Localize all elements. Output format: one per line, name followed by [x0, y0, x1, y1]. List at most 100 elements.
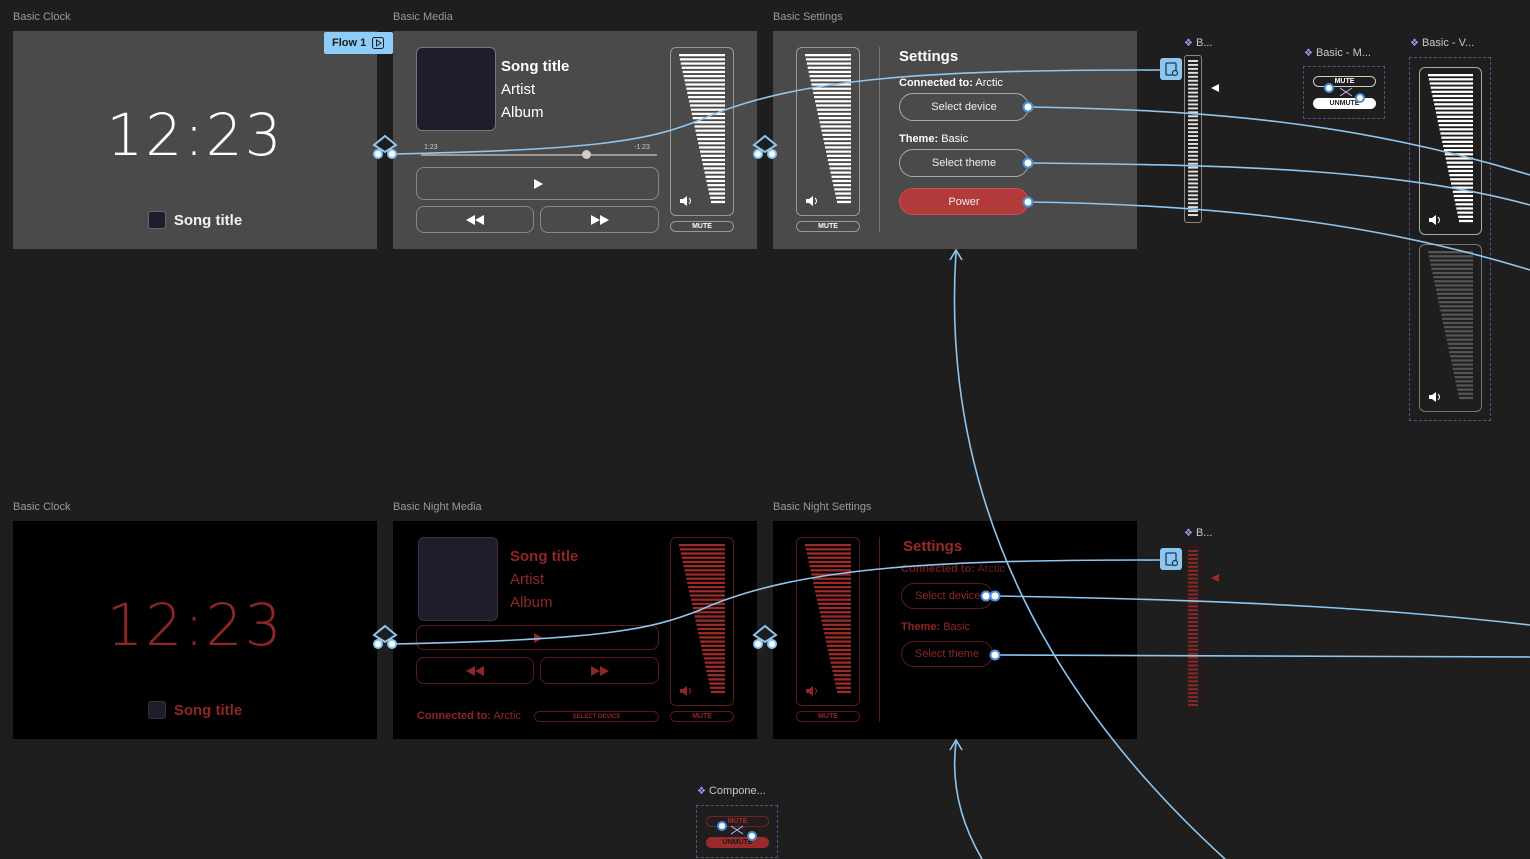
rewind-icon: [466, 214, 484, 225]
volume-bar: [1457, 211, 1473, 214]
volume-level-bars: [805, 54, 851, 204]
play-button[interactable]: [416, 625, 659, 650]
component-label-night-brightness[interactable]: ❖B...: [1184, 527, 1213, 539]
brightness-tick: [1188, 99, 1198, 102]
volume-bar: [1451, 363, 1473, 366]
volume-bar: [693, 121, 725, 124]
component-label-brightness[interactable]: ❖B...: [1184, 37, 1213, 49]
connected-value: Arctic: [975, 77, 1003, 89]
progress-handle[interactable]: [582, 150, 592, 159]
volume-bar: [689, 100, 725, 103]
connected-line: Connected to: Arctic: [901, 563, 1005, 575]
frame-label-night-settings[interactable]: Basic Night Settings: [773, 501, 872, 513]
connected-label: Connected to:: [899, 77, 973, 89]
brightness-tick: [1188, 597, 1198, 600]
night-settings-frame[interactable]: MUTE Settings Connected to: Arctic Selec…: [773, 521, 1137, 739]
volume-bar: [1448, 169, 1473, 173]
cursor-dot-icon: [1171, 69, 1179, 77]
night-media-frame[interactable]: Song title Artist Album Connected to: Ar…: [393, 521, 757, 739]
volume-bar: [1450, 355, 1473, 358]
volume-slider[interactable]: [670, 47, 734, 216]
brightness-tick: [1188, 83, 1198, 86]
volume-bar: [834, 678, 851, 681]
divider: [879, 47, 880, 232]
night-mute-toggle-variants[interactable]: MUTE UNMUTE: [696, 805, 778, 858]
brightness-slider[interactable]: [1184, 55, 1202, 223]
brightness-tick: [1188, 115, 1198, 118]
brightness-tick: [1188, 644, 1198, 647]
volume-bar: [1435, 284, 1473, 287]
component-label-mute-toggle[interactable]: ❖Basic - M...: [1304, 47, 1371, 59]
brightness-tick: [1188, 158, 1198, 161]
mute-toggle-variants[interactable]: MUTE UNMUTE: [1303, 66, 1385, 119]
day-clock-frame[interactable]: 12:23 Song title: [13, 31, 377, 249]
mute-variant[interactable]: MUTE: [1313, 76, 1376, 87]
volume-bar: [704, 171, 725, 174]
brightness-tick: [1188, 609, 1198, 612]
volume-bar: [699, 636, 725, 639]
volume-bar: [1452, 367, 1473, 370]
select-theme-button[interactable]: Select theme: [899, 149, 1029, 177]
flow-start-tag[interactable]: Flow 1: [324, 32, 393, 54]
brightness-tick: [1188, 162, 1198, 165]
brightness-tick: [1188, 119, 1198, 122]
mute-button[interactable]: MUTE: [796, 711, 860, 722]
select-device-button[interactable]: Select device: [901, 583, 993, 609]
rewind-button[interactable]: [416, 657, 534, 684]
select-device-button[interactable]: Select device: [899, 93, 1029, 121]
volume-slider[interactable]: [670, 537, 734, 706]
volume-muted-variant[interactable]: [1419, 244, 1482, 412]
night-brightness-slider[interactable]: [1184, 545, 1202, 713]
theme-value: Basic: [941, 133, 969, 145]
brightness-tick: [1188, 154, 1198, 157]
brightness-tick: [1188, 593, 1198, 596]
mute-button[interactable]: MUTE: [796, 221, 860, 232]
day-settings-frame[interactable]: MUTE Settings Connected to: Arctic Selec…: [773, 31, 1137, 249]
component-label-volume-variants[interactable]: ❖Basic - V...: [1410, 37, 1475, 49]
divider: [879, 537, 880, 722]
unmute-variant[interactable]: UNMUTE: [706, 837, 769, 848]
select-theme-button[interactable]: Select theme: [901, 641, 993, 667]
brightness-tick: [1188, 214, 1198, 217]
volume-variants[interactable]: [1409, 57, 1491, 421]
night-clock-frame[interactable]: 12:23 Song title: [13, 521, 377, 739]
day-media-frame[interactable]: Song title Artist Album 1:23 -1:23 MUTE: [393, 31, 757, 249]
volume-bar: [689, 590, 725, 593]
mute-variant[interactable]: MUTE: [706, 816, 769, 827]
frame-label-day-media[interactable]: Basic Media: [393, 11, 453, 23]
volume-bar: [711, 690, 725, 694]
volume-bar: [826, 150, 851, 153]
volume-on-variant[interactable]: [1419, 67, 1482, 235]
progress-track[interactable]: [421, 150, 657, 159]
frame-label-night-media[interactable]: Basic Night Media: [393, 501, 482, 513]
frame-label-day-clock[interactable]: Basic Clock: [13, 11, 71, 23]
fast-forward-button[interactable]: [540, 657, 659, 684]
volume-slider[interactable]: [796, 47, 860, 216]
theme-line: Theme: Basic: [901, 621, 970, 633]
frame-label-night-clock[interactable]: Basic Clock: [13, 501, 71, 513]
rewind-button[interactable]: [416, 206, 534, 233]
component-label-night-mute-toggle[interactable]: ❖Compone...: [697, 785, 766, 797]
power-button[interactable]: Power: [899, 188, 1029, 215]
volume-bar: [705, 175, 725, 178]
volume-bar: [806, 552, 851, 555]
volume-bar: [1442, 140, 1473, 143]
volume-bar: [1454, 199, 1473, 202]
volume-bar: [686, 87, 725, 90]
frame-label-day-settings[interactable]: Basic Settings: [773, 11, 843, 23]
volume-bar: [1450, 178, 1473, 181]
select-device-button[interactable]: SELECT DEVICE: [534, 711, 659, 722]
play-button[interactable]: [416, 167, 659, 200]
volume-bar: [710, 196, 725, 199]
volume-bar: [682, 70, 725, 74]
mute-button[interactable]: MUTE: [670, 711, 734, 722]
volume-bar: [829, 167, 851, 170]
volume-bar: [820, 125, 851, 128]
navigate-badge-icon[interactable]: [1160, 548, 1182, 570]
mute-button[interactable]: MUTE: [670, 221, 734, 232]
navigate-badge-icon[interactable]: [1160, 58, 1182, 80]
volume-bar: [820, 615, 851, 618]
fast-forward-button[interactable]: [540, 206, 659, 233]
unmute-variant[interactable]: UNMUTE: [1313, 98, 1376, 109]
volume-slider[interactable]: [796, 537, 860, 706]
